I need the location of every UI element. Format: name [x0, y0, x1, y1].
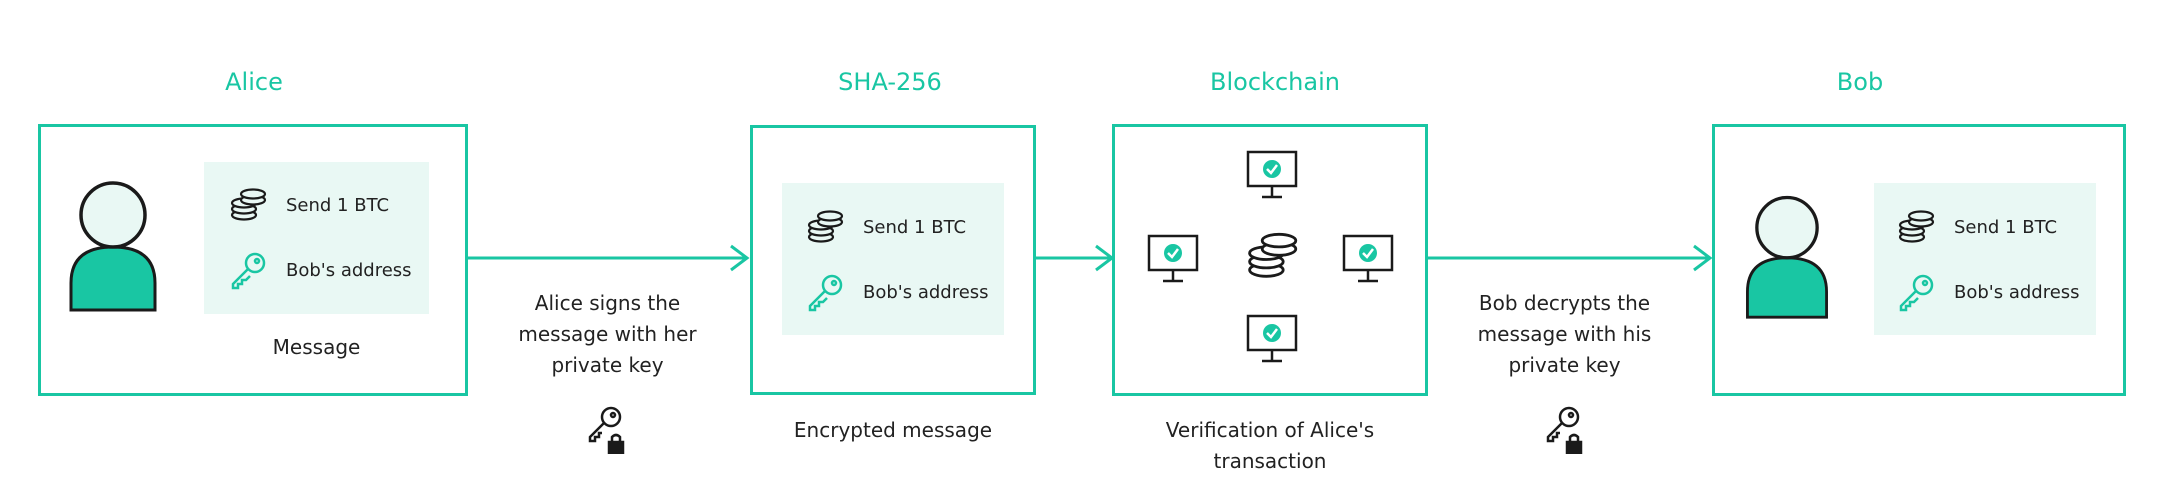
heading-alice: Alice: [225, 68, 283, 96]
key-icon: [805, 272, 845, 312]
user-icon: [1742, 190, 1832, 320]
sha256-message-panel: [782, 183, 1004, 335]
encrypted-caption: Encrypted message: [793, 418, 993, 442]
bob-decrypts-caption: Bob decrypts the message with his privat…: [1477, 291, 1652, 377]
key-icon: [228, 250, 268, 290]
address-label: Bob's address: [286, 259, 412, 281]
send-label: Send 1 BTC: [863, 216, 967, 238]
computer-check-icon: [1244, 312, 1300, 368]
key-lock-icon: [1543, 404, 1587, 454]
send-label: Send 1 BTC: [286, 194, 390, 216]
bob-message-panel: [1874, 183, 2096, 335]
heading-bob: Bob: [1836, 68, 1884, 96]
address-label: Bob's address: [863, 281, 989, 303]
key-lock-icon: [585, 404, 629, 454]
coins-icon: [1896, 210, 1936, 244]
key-icon: [1896, 272, 1936, 312]
send-label: Send 1 BTC: [1954, 216, 2058, 238]
bob-send-row: Send 1 BTC: [1896, 210, 2057, 244]
address-label: Bob's address: [1954, 281, 2080, 303]
coins-icon: [228, 188, 268, 222]
alice-send-row: Send 1 BTC: [228, 188, 389, 222]
coins-icon: [805, 210, 845, 244]
computer-check-icon: [1340, 232, 1396, 288]
verification-caption: Verification of Alice's transaction: [1165, 418, 1375, 473]
sha256-address-row: Bob's address: [805, 272, 989, 312]
user-icon: [68, 175, 158, 313]
alice-address-row: Bob's address: [228, 250, 412, 290]
heading-sha256: SHA-256: [838, 68, 942, 96]
coins-icon: [1244, 232, 1300, 280]
alice-message-panel: [204, 162, 429, 314]
computer-check-icon: [1244, 148, 1300, 204]
sha256-send-row: Send 1 BTC: [805, 210, 966, 244]
alice-signs-caption: Alice signs the message with her private…: [518, 291, 697, 377]
message-caption: Message: [272, 335, 361, 359]
bob-address-row: Bob's address: [1896, 272, 2080, 312]
computer-check-icon: [1145, 232, 1201, 288]
heading-blockchain: Blockchain: [1210, 68, 1340, 96]
